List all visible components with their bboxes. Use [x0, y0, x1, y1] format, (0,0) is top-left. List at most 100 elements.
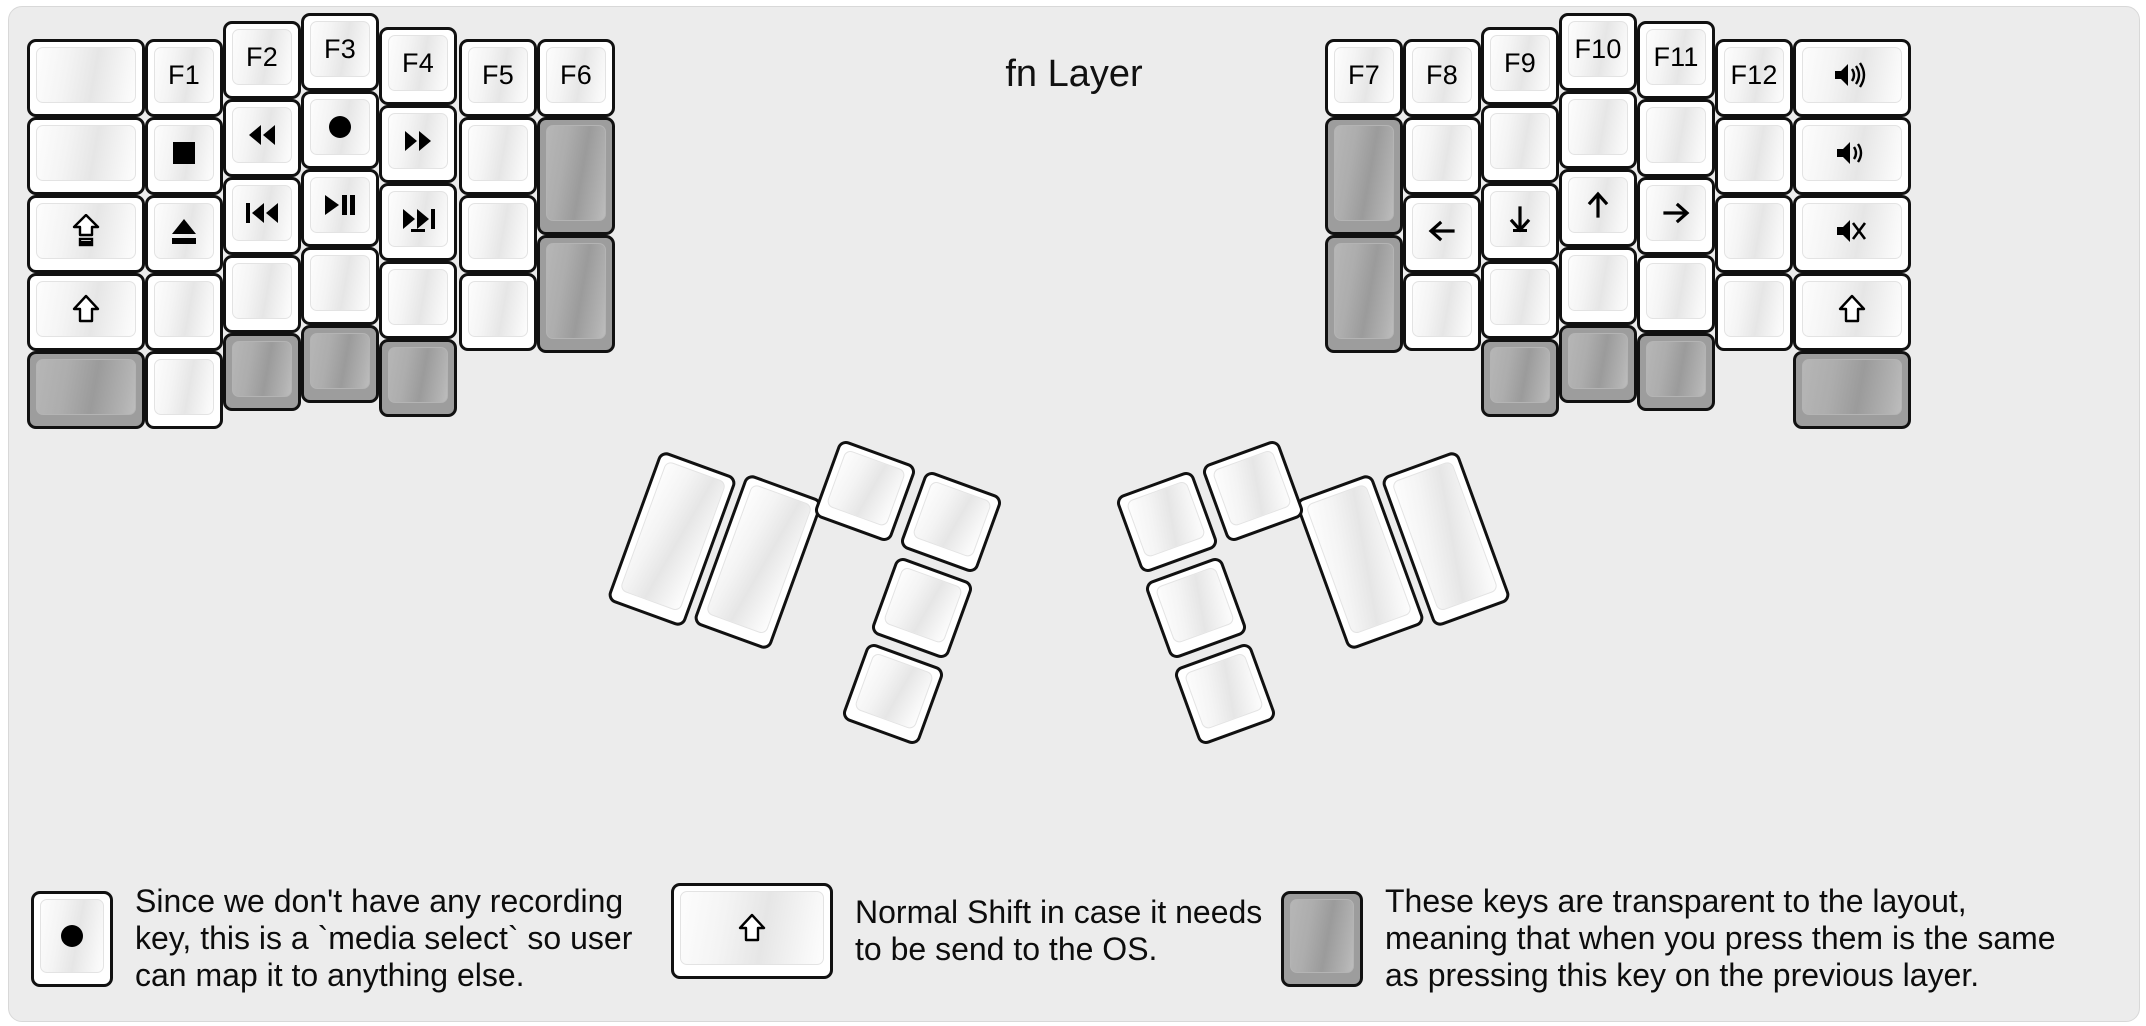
key-blank-col-pinky-r3[interactable]: [1715, 195, 1793, 273]
keycap-surface: [853, 652, 935, 731]
key-f9-col-index-r1[interactable]: F9: [1481, 27, 1559, 105]
keycap-surface: [40, 898, 104, 973]
key-transparent-col-extra-r3[interactable]: [1325, 235, 1403, 353]
keycap-surface: [154, 281, 214, 337]
key-blank-col-index-r4[interactable]: [1481, 261, 1559, 339]
record-icon: [311, 100, 369, 154]
key-blank-col-index-r2[interactable]: [1481, 105, 1559, 183]
shift-icon: [37, 282, 135, 336]
left-arrow-icon: [1413, 204, 1471, 258]
key-blank-col-middle-r2[interactable]: [1559, 91, 1637, 169]
key-record-col-middle-r2[interactable]: [301, 91, 379, 169]
thumb-key-thumb-small-2[interactable]: [898, 469, 1004, 575]
key-f10-col-middle-r1[interactable]: F10: [1559, 13, 1637, 91]
legend: Since we don't have any recording key, t…: [9, 869, 2139, 1021]
key-f4-col-index-r1[interactable]: F4: [379, 27, 457, 105]
thumb-key-thumb-small-3[interactable]: [1143, 555, 1249, 661]
fast-forward-icon: [389, 114, 447, 168]
key-label: F7: [1348, 59, 1380, 90]
key-fast-forward-col-index-r2[interactable]: [379, 105, 457, 183]
key-stop-col-pinky-r2[interactable]: [145, 117, 223, 195]
key-right-arrow-col-ring-r3[interactable]: [1637, 177, 1715, 255]
key-blank-col-ring-r4[interactable]: [223, 255, 301, 333]
key-transparent-col-middle-r5[interactable]: [301, 325, 379, 403]
shift-icon: [738, 913, 766, 943]
key-eject-col-pinky-r3[interactable]: [145, 195, 223, 273]
key-blank-col-pinky-r2[interactable]: [1715, 117, 1793, 195]
key-blank-col-pinky-r4[interactable]: [145, 273, 223, 351]
keycap-surface: [232, 185, 292, 241]
keycap-surface: F7: [1334, 47, 1394, 103]
key-up-arrow-col-middle-r3[interactable]: [1559, 169, 1637, 247]
key-f12-col-pinky-r1[interactable]: F12: [1715, 39, 1793, 117]
key-blank-col-middle-r4[interactable]: [1559, 247, 1637, 325]
key-down-arrow-col-index-r3[interactable]: [1481, 183, 1559, 261]
key-blank-col-index-r4[interactable]: [379, 261, 457, 339]
thumb-key-thumb-small-4[interactable]: [840, 641, 946, 747]
key-blank-col-inner-r2[interactable]: [459, 117, 537, 195]
key-blank-col-inner-r4[interactable]: [459, 273, 537, 351]
keycap-surface: F8: [1412, 47, 1472, 103]
right-arrow-icon: [1647, 186, 1705, 240]
key-prev-track-col-ring-r3[interactable]: [223, 177, 301, 255]
key-transparent-col-outer-r5[interactable]: [1793, 351, 1911, 429]
key-blank-col-inner-r3[interactable]: [459, 195, 537, 273]
thumb-key-thumb-small-4[interactable]: [1172, 641, 1278, 747]
keycap-surface: [36, 281, 136, 337]
thumb-key-thumb-small-1[interactable]: [1200, 438, 1306, 544]
thumb-key-thumb-small-2[interactable]: [1114, 469, 1220, 575]
key-transparent-col-middle-r5[interactable]: [1559, 325, 1637, 403]
key-transparent-col-extra-r2[interactable]: [1325, 117, 1403, 235]
key-blank-col-outer-r1[interactable]: [27, 39, 145, 117]
key-shift-col-outer-r4[interactable]: [27, 273, 145, 351]
key-transparent-col-outer-r5[interactable]: [27, 351, 145, 429]
key-next-track-col-index-r3[interactable]: [379, 183, 457, 261]
key-transparent-col-ring-r5[interactable]: [223, 333, 301, 411]
legend-sample-key-2[interactable]: [671, 883, 833, 979]
thumb-key-thumb-small-3[interactable]: [869, 555, 975, 661]
legend-sample-key-3[interactable]: [1281, 890, 1363, 987]
key-f5-col-inner-r1[interactable]: F5: [459, 39, 537, 117]
keycap-surface: [911, 480, 993, 559]
key-transparent-col-extra-r3[interactable]: [537, 235, 615, 353]
key-left-arrow-col-inner-r3[interactable]: [1403, 195, 1481, 273]
key-f2-col-ring-r1[interactable]: F2: [223, 21, 301, 99]
key-play-pause-col-middle-r3[interactable]: [301, 169, 379, 247]
key-f8-col-inner-r1[interactable]: F8: [1403, 39, 1481, 117]
key-transparent-col-extra-r2[interactable]: [537, 117, 615, 235]
key-blank-col-pinky-r4[interactable]: [1715, 273, 1793, 351]
keycap-surface: F2: [232, 29, 292, 85]
key-rewind-col-ring-r2[interactable]: [223, 99, 301, 177]
key-blank-col-inner-r4[interactable]: [1403, 273, 1481, 351]
legend-sample-key-1[interactable]: [31, 890, 113, 987]
mute-icon: [1803, 204, 1901, 258]
key-f6-col-extra-r1[interactable]: F6: [537, 39, 615, 117]
key-f3-col-middle-r1[interactable]: F3: [301, 13, 379, 91]
key-label: F4: [402, 47, 434, 78]
key-transparent-col-index-r5[interactable]: [379, 339, 457, 417]
key-label: F11: [1653, 41, 1699, 72]
keycap-surface: F3: [310, 21, 370, 77]
key-blank-col-pinky-r5[interactable]: [145, 351, 223, 429]
keycap-surface: [546, 243, 606, 339]
key-f11-col-ring-r1[interactable]: F11: [1637, 21, 1715, 99]
key-mute-col-outer-r3[interactable]: [1793, 195, 1911, 273]
key-volume-up-col-outer-r1[interactable]: [1793, 39, 1911, 117]
key-transparent-col-ring-r5[interactable]: [1637, 333, 1715, 411]
key-caps-lock-col-outer-r3[interactable]: [27, 195, 145, 273]
key-f1-col-pinky-r1[interactable]: F1: [145, 39, 223, 117]
key-blank-col-inner-r2[interactable]: [1403, 117, 1481, 195]
next-track-icon: [389, 192, 447, 246]
key-blank-col-outer-r2[interactable]: [27, 117, 145, 195]
key-volume-down-col-outer-r2[interactable]: [1793, 117, 1911, 195]
thumb-key-thumb-small-1[interactable]: [812, 438, 918, 544]
key-blank-col-ring-r4[interactable]: [1637, 255, 1715, 333]
keycap-surface: [1568, 333, 1628, 389]
key-label: F10: [1574, 33, 1622, 64]
key-blank-col-ring-r2[interactable]: [1637, 99, 1715, 177]
key-transparent-col-index-r5[interactable]: [1481, 339, 1559, 417]
key-shift-col-outer-r4[interactable]: [1793, 273, 1911, 351]
key-f7-col-extra-r1[interactable]: F7: [1325, 39, 1403, 117]
key-blank-col-middle-r4[interactable]: [301, 247, 379, 325]
